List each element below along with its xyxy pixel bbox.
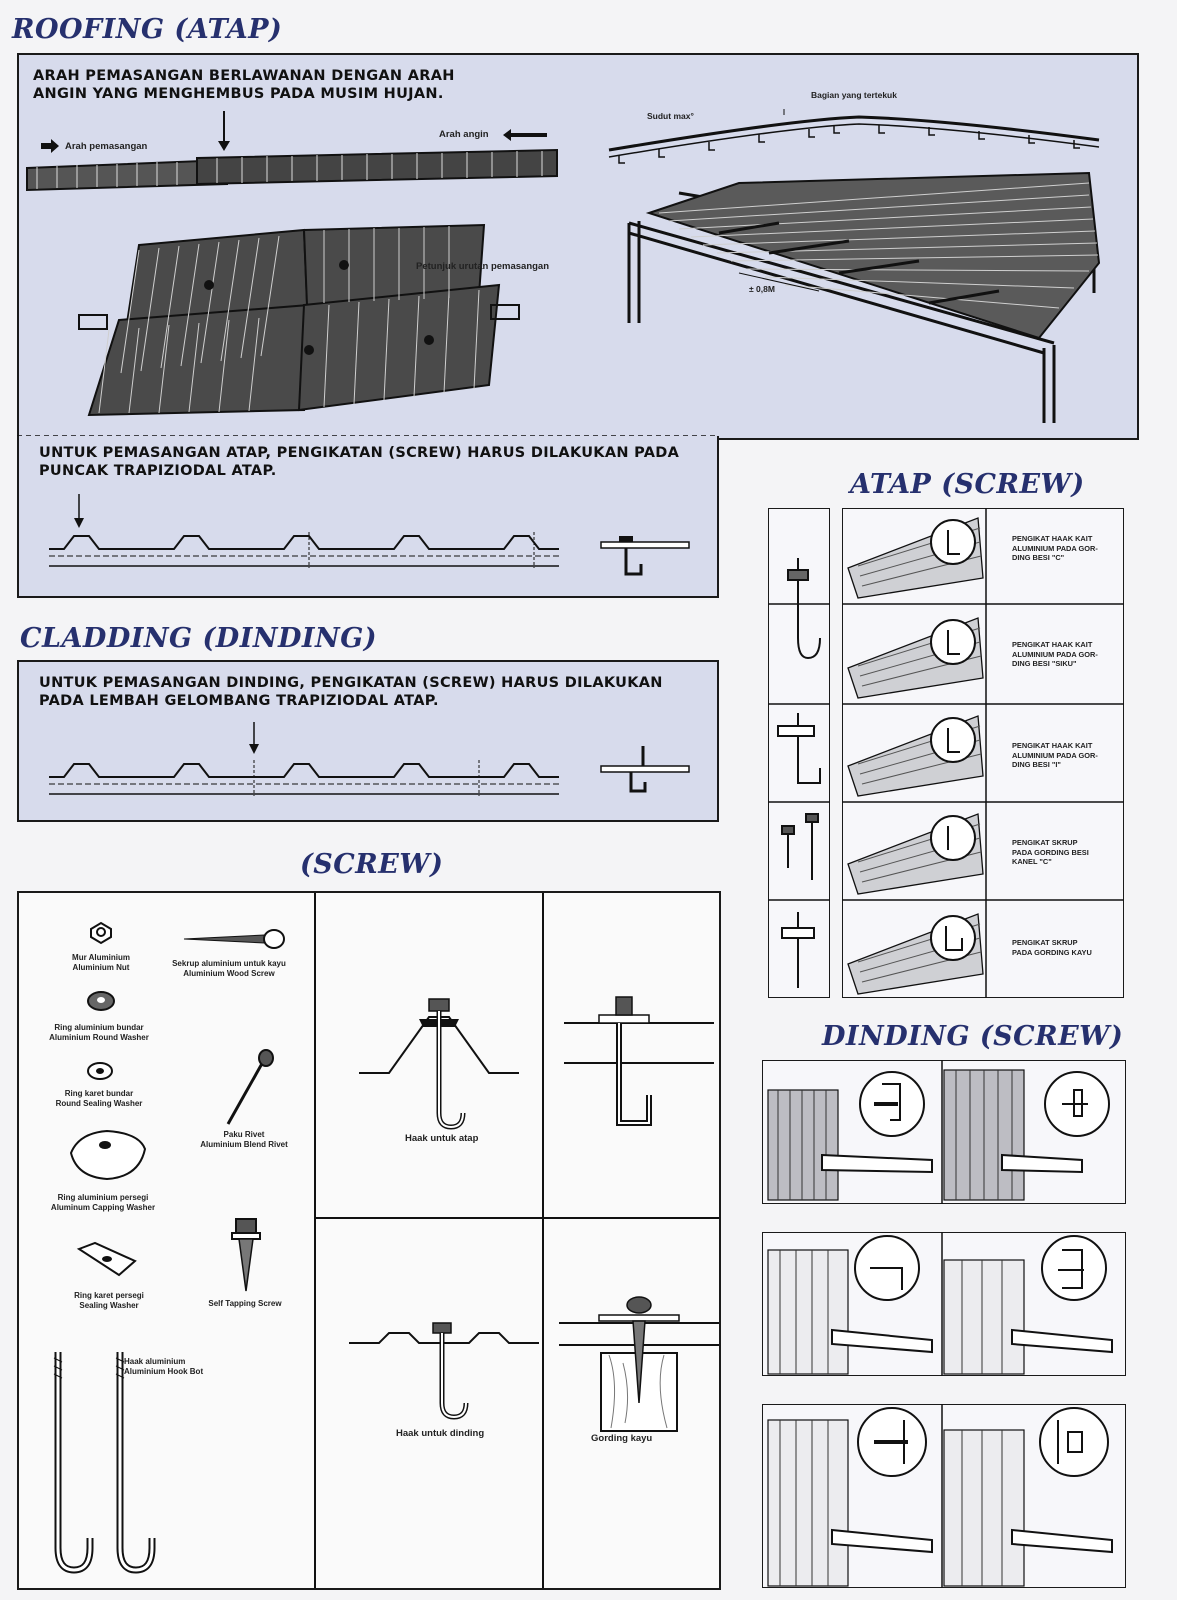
- heading-atap-screw: ATAP (SCREW): [850, 469, 1085, 500]
- trapezoid-profile-wall: [49, 722, 559, 796]
- roof-structure-illustration: [627, 171, 1101, 423]
- roof-screw-note-2: PUNCAK TRAPIZIODAL ATAP.: [39, 463, 277, 479]
- trapezoid-profile-roof: [49, 494, 559, 568]
- rivet-icon: [226, 1049, 274, 1125]
- atap-screw-grid: [768, 508, 1124, 998]
- roof-screw-panel: UNTUK PEMASANGAN ATAP, PENGIKATAN (SCREW…: [17, 436, 719, 598]
- hook-detail-wall: [600, 746, 690, 793]
- label-haak-dinding: Haak untuk dinding: [396, 1428, 485, 1439]
- sheet-laying-illustration: [78, 223, 520, 417]
- sealing-washer-icon: [87, 1062, 113, 1080]
- roof-angle-diagram: [608, 109, 1100, 164]
- hook-bolt-icon: [53, 1352, 156, 1574]
- label-spacing: ± 0,8M: [749, 284, 775, 294]
- label-bagian-tertekuk: Bagian yang tertekuk: [811, 90, 897, 100]
- wood-purlin-illustration: [559, 1296, 719, 1432]
- heading-screw: (SCREW): [300, 849, 444, 880]
- roofing-panel: ARAH PEMASANGAN BERLAWANAN DENGAN ARAH A…: [17, 53, 1139, 440]
- screw-grid-lines: [314, 893, 719, 1588]
- heading-cladding: CLADDING (DINDING): [20, 623, 378, 654]
- wall-hook-illustration: [349, 1322, 539, 1420]
- sheet-overlap-strip: [26, 148, 558, 192]
- label-petunjuk: Petunjuk urutan pemasangan: [416, 261, 550, 272]
- round-washer-icon: [87, 991, 115, 1011]
- purlin-hook-illustration: [564, 996, 714, 1126]
- label-arah-pemasangan: Arah pemasangan: [65, 141, 148, 152]
- label-arah-angin: Arah angin: [439, 129, 489, 140]
- self-tapping-screw-icon: [231, 1218, 261, 1292]
- heading-roofing: ROOFING (ATAP): [12, 14, 283, 45]
- roofing-instruction-2: ANGIN YANG MENGHEMBUS PADA MUSIM HUJAN.: [33, 86, 444, 102]
- heading-dinding-screw: DINDING (SCREW): [822, 1021, 1124, 1052]
- roofing-instruction-1: ARAH PEMASANGAN BERLAWANAN DENGAN ARAH: [33, 68, 455, 84]
- label-gording-kayu: Gording kayu: [591, 1433, 653, 1444]
- cladding-note-2: PADA LEMBAH GELOMBANG TRAPIZIODAL ATAP.: [39, 693, 439, 709]
- wood-screw-icon: [183, 929, 285, 949]
- wind-arrow-icon: [503, 129, 547, 141]
- part-label-self-tapping: Self Tapping Screw: [208, 1299, 282, 1308]
- nut-icon: [90, 921, 112, 945]
- roof-screw-note-1: UNTUK PEMASANGAN ATAP, PENGIKATAN (SCREW…: [39, 445, 680, 461]
- dinding-screw-illustrations: [767, 1060, 1113, 1588]
- label-sudut-max: Sudut max°: [647, 111, 694, 121]
- arrow-right-icon: [41, 139, 59, 153]
- cladding-note-1: UNTUK PEMASANGAN DINDING, PENGIKATAN (SC…: [39, 675, 663, 691]
- roof-hook-illustration: [359, 998, 519, 1130]
- arrow-down-icon: [218, 111, 230, 151]
- hook-detail-roof: [600, 536, 690, 576]
- capping-washer-icon: [69, 1129, 147, 1181]
- label-haak-atap: Haak untuk atap: [405, 1133, 479, 1144]
- square-sealing-washer-icon: [76, 1241, 137, 1277]
- cladding-panel: UNTUK PEMASANGAN DINDING, PENGIKATAN (SC…: [17, 660, 719, 822]
